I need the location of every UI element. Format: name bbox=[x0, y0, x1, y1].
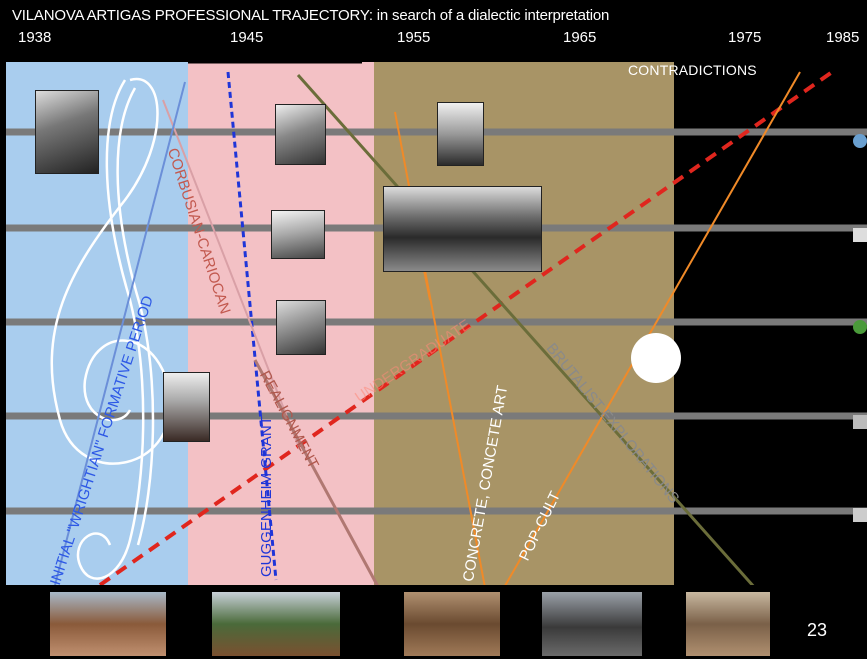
portrait-photo bbox=[276, 300, 326, 355]
edge-icon bbox=[853, 415, 867, 429]
portrait-photo bbox=[271, 210, 325, 259]
portrait-photo bbox=[35, 90, 99, 174]
edge-icon bbox=[853, 228, 867, 242]
label-guggenheim: GUGGENHEIM GRANT bbox=[258, 416, 275, 577]
pink-line bbox=[162, 99, 301, 451]
year-label: 1985 bbox=[826, 29, 860, 46]
edge-icon bbox=[853, 134, 867, 148]
white-circle-marker bbox=[631, 333, 681, 383]
header-bar: VILANOVA ARTIGAS PROFESSIONAL TRAJECTORY… bbox=[0, 0, 867, 62]
divider bbox=[0, 585, 867, 595]
page-number: 23 bbox=[806, 620, 827, 640]
edge-icon bbox=[853, 320, 867, 334]
portrait-photo bbox=[163, 372, 210, 442]
house-photo bbox=[50, 592, 166, 656]
year-label: 1955 bbox=[397, 29, 431, 46]
slide-title: VILANOVA ARTIGAS PROFESSIONAL TRAJECTORY… bbox=[12, 7, 610, 24]
brown-line bbox=[253, 359, 390, 606]
house-photo bbox=[686, 592, 770, 656]
portrait-photo bbox=[437, 102, 484, 166]
house-photo bbox=[212, 592, 340, 656]
treble-clef-icon bbox=[50, 77, 172, 580]
building-interior-photo bbox=[383, 186, 542, 272]
year-label: 1965 bbox=[563, 29, 597, 46]
red-dashed-trend-line bbox=[98, 68, 837, 587]
label-contradictions: CONTRADICTIONS bbox=[628, 62, 757, 78]
year-label: 1938 bbox=[18, 29, 52, 46]
house-photo bbox=[404, 592, 500, 656]
blue-line bbox=[54, 81, 186, 586]
portrait-photo bbox=[275, 104, 326, 165]
olive-line bbox=[296, 74, 757, 589]
year-label: 1945 bbox=[230, 29, 264, 46]
house-photo bbox=[542, 592, 642, 656]
year-label: 1975 bbox=[728, 29, 762, 46]
edge-icon bbox=[853, 508, 867, 522]
